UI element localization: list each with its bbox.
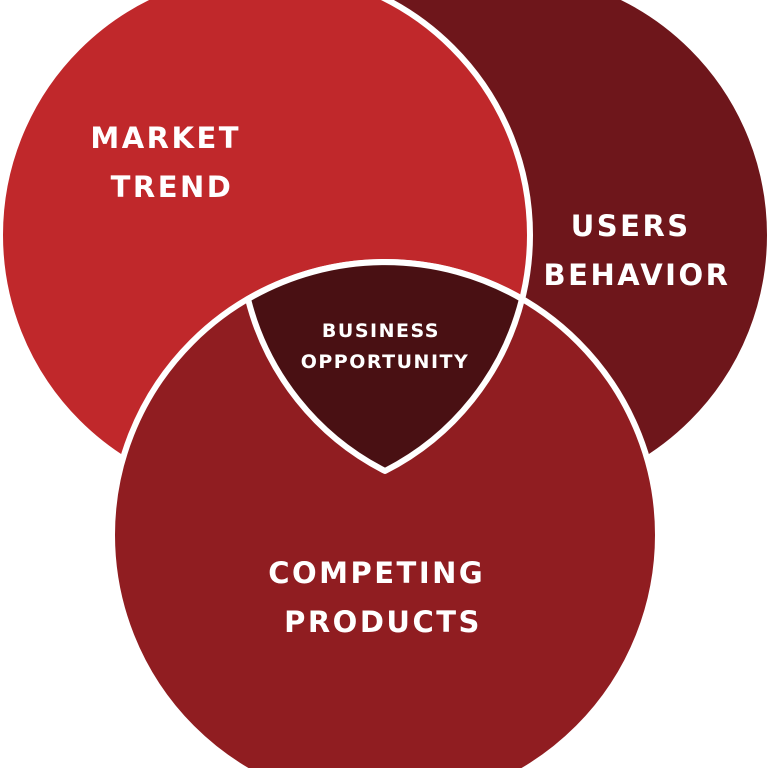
business-opportunity-label-line2: OPPORTUNITY (301, 351, 470, 373)
market-trend-label: MARKET TREND (90, 121, 253, 204)
users-behavior-label-line1: USERS (571, 209, 691, 243)
business-opportunity-region (245, 259, 525, 474)
market-trend-label-line2: TREND (111, 170, 234, 204)
market-trend-label-line1: MARKET (90, 121, 241, 155)
competing-products-label-line1: COMPETING (268, 556, 485, 590)
business-opportunity-label-line1: BUSINESS (322, 320, 440, 342)
users-behavior-label-line2: BEHAVIOR (544, 258, 731, 292)
competing-products-label-line2: PRODUCTS (284, 605, 482, 639)
business-opportunity-label: BUSINESS OPPORTUNITY (301, 320, 470, 373)
competing-products-label: COMPETING PRODUCTS (268, 556, 498, 639)
users-behavior-label: USERS BEHAVIOR (544, 209, 731, 292)
